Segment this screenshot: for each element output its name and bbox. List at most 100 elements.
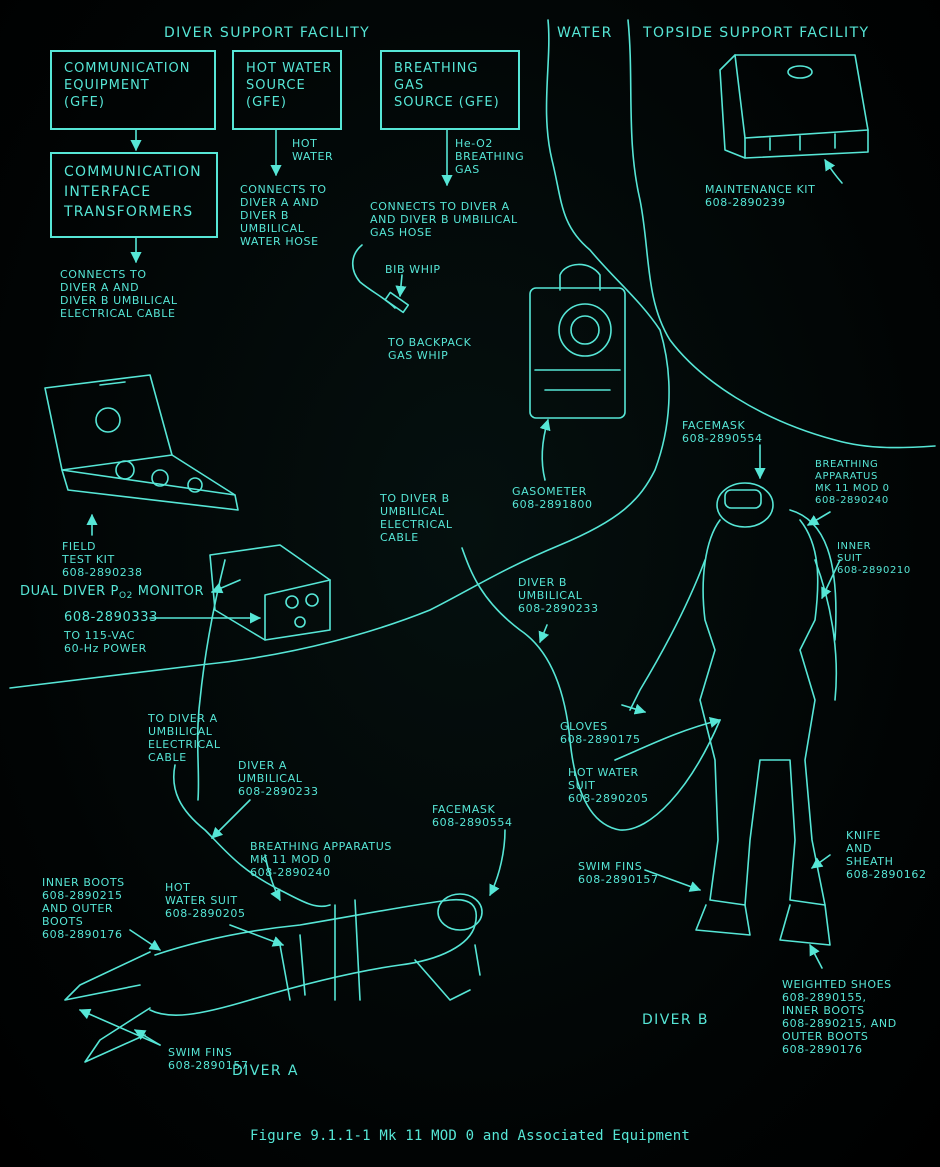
label-line: GASOMETER	[512, 485, 587, 498]
box-line: EQUIPMENT	[64, 78, 150, 93]
po2-monitor-drawing	[149, 544, 331, 801]
label-line: GLOVES	[560, 720, 608, 733]
label-line: TO DIVER A	[148, 712, 218, 725]
note-line: DIVER A AND	[60, 281, 140, 294]
note-hot-water: HOT WATER	[292, 137, 333, 163]
note-to-backpack-gas-whip: TO BACKPACK GAS WHIP	[388, 336, 471, 362]
label-diver-b-gloves: GLOVES 608-2890175	[560, 720, 641, 746]
header-diver-support-facility: DIVER SUPPORT FACILITY	[164, 25, 371, 41]
label-line: SUIT	[837, 553, 863, 564]
label-line: 608-2890157	[168, 1059, 249, 1072]
label-line: 608-2890176	[782, 1043, 863, 1056]
label-line: ELECTRICAL	[380, 518, 453, 531]
monitor-label-suffix: MONITOR	[132, 584, 205, 599]
label-line: 608-2890233	[518, 602, 599, 615]
label-line: 608-2890554	[432, 816, 513, 829]
label-diver-b-swim-fins: SWIM FINS 608-2890157	[578, 860, 659, 886]
label-line: KNIFE	[846, 829, 881, 842]
label-line: 608-2891800	[512, 498, 593, 511]
header-water: WATER	[557, 25, 613, 41]
label-diver-b-knife-and-sheath: KNIFE AND SHEATH 608-2890162	[846, 829, 927, 881]
note-line: ELECTRICAL CABLE	[60, 307, 176, 320]
label-line: MK 11 MOD 0	[815, 483, 890, 494]
label-diver-a-umbilical: DIVER A UMBILICAL 608-2890233	[238, 759, 319, 798]
label-line: 608-2890175	[560, 733, 641, 746]
label-line: 608-2890215	[42, 889, 123, 902]
field-test-kit-drawing	[44, 374, 239, 536]
label-line: BOOTS	[42, 915, 84, 928]
label-diver-a-swim-fins: SWIM FINS 608-2890157	[168, 1046, 249, 1072]
note-line: CONNECTS TO	[240, 183, 327, 196]
box-communication-interface-transformers: COMMUNICATION INTERFACE TRANSFORMERS	[50, 152, 218, 238]
label-diver-b-hot-water-suit: HOT WATER SUIT 608-2890205	[568, 766, 649, 805]
figure-caption: Figure 9.1.1-1 Mk 11 MOD 0 and Associate…	[249, 1128, 691, 1144]
header-topside-support-facility: TOPSIDE SUPPORT FACILITY	[643, 25, 870, 41]
label-line: 608-2890554	[682, 432, 763, 445]
label-line: AND OUTER	[42, 902, 114, 915]
diver-b-drawing	[614, 444, 841, 969]
label-line: APPARATUS	[815, 471, 878, 482]
label-monitor-part-number: 608-2890333	[64, 610, 159, 625]
box-line: (GFE)	[64, 95, 105, 110]
label-diver-a-breathing-apparatus: BREATHING APPARATUS MK 11 MOD 0 608-2890…	[250, 840, 392, 879]
label-line: ELECTRICAL	[148, 738, 221, 751]
note-line: CONNECTS TO	[60, 268, 147, 281]
label-line: 608-2890205	[165, 907, 246, 920]
label-line: FIELD	[62, 540, 97, 553]
label-line: DIVER A	[238, 759, 288, 772]
label-line: INNER BOOTS	[42, 876, 125, 889]
label-line: WATER SUIT	[165, 894, 238, 907]
label-line: FACEMASK	[432, 803, 496, 816]
monitor-label-prefix: DUAL DIVER P	[20, 584, 119, 599]
diver-a-drawing	[64, 829, 506, 1063]
label-line: UMBILICAL	[380, 505, 445, 518]
label-line: 608-2890240	[815, 495, 889, 506]
label-line: TEST KIT	[62, 553, 115, 566]
note-line: DIVER B UMBILICAL	[60, 294, 178, 307]
box-line: TRANSFORMERS	[64, 204, 194, 220]
note-line: BREATHING	[455, 150, 525, 163]
label-line: FACEMASK	[682, 419, 746, 432]
box-communication-equipment: COMMUNICATION EQUIPMENT (GFE)	[50, 50, 216, 130]
note-heo2-breathing-gas: He-O2 BREATHING GAS	[455, 137, 524, 176]
label-line: TO 115-VAC	[64, 629, 136, 642]
water-boundary-left	[9, 19, 670, 689]
note-line: TO BACKPACK	[388, 336, 472, 349]
label-line: INNER	[837, 541, 872, 552]
note-bib-whip: BIB WHIP	[385, 263, 441, 276]
maintenance-kit-drawing	[719, 54, 869, 184]
note-connects-gas-hose: CONNECTS TO DIVER A AND DIVER B UMBILICA…	[370, 200, 518, 239]
label-line: UMBILICAL	[148, 725, 213, 738]
label-diver-b-breathing-apparatus: BREATHING APPARATUS MK 11 MOD 0 608-2890…	[815, 459, 890, 507]
note-connects-water-hose: CONNECTS TO DIVER A AND DIVER B UMBILICA…	[240, 183, 327, 248]
box-hot-water-source: HOT WATER SOURCE (GFE)	[232, 50, 342, 130]
note-line: WATER	[292, 150, 334, 163]
label-diver-b-umbilical: DIVER B UMBILICAL 608-2890233	[518, 576, 599, 615]
box-line: HOT WATER	[246, 61, 333, 76]
note-line: DIVER B	[240, 209, 290, 222]
label-line: UMBILICAL	[518, 589, 583, 602]
label-line: BREATHING APPARATUS	[250, 840, 392, 853]
label-line: HOT WATER	[568, 766, 639, 779]
label-diver-b-inner-suit: INNER SUIT 608-2890210	[837, 541, 911, 577]
label-diver-a-hot-water-suit: HOT WATER SUIT 608-2890205	[165, 881, 246, 920]
label-line: SHEATH	[846, 855, 894, 868]
label-line: 608-2890239	[705, 196, 786, 209]
label-field-test-kit: FIELD TEST KIT 608-2890238	[62, 540, 143, 579]
label-line: 608-2890215, AND	[782, 1017, 897, 1030]
note-connects-electrical-cable: CONNECTS TO DIVER A AND DIVER B UMBILICA…	[60, 268, 178, 320]
box-line: GAS	[394, 78, 425, 93]
water-boundary-right	[627, 19, 936, 449]
label-diver-a-facemask: FACEMASK 608-2890554	[432, 803, 513, 829]
label-line: SWIM FINS	[168, 1046, 233, 1059]
box-breathing-gas-source: BREATHING GAS SOURCE (GFE)	[380, 50, 520, 130]
label-line: 608-2890233	[238, 785, 319, 798]
label-line: SWIM FINS	[578, 860, 643, 873]
box-line: (GFE)	[246, 95, 287, 110]
note-line: HOT	[292, 137, 318, 150]
note-line: WATER HOSE	[240, 235, 319, 248]
label-line: 608-2890155,	[782, 991, 867, 1004]
label-line: SUIT	[568, 779, 596, 792]
label-line: TO DIVER B	[380, 492, 450, 505]
